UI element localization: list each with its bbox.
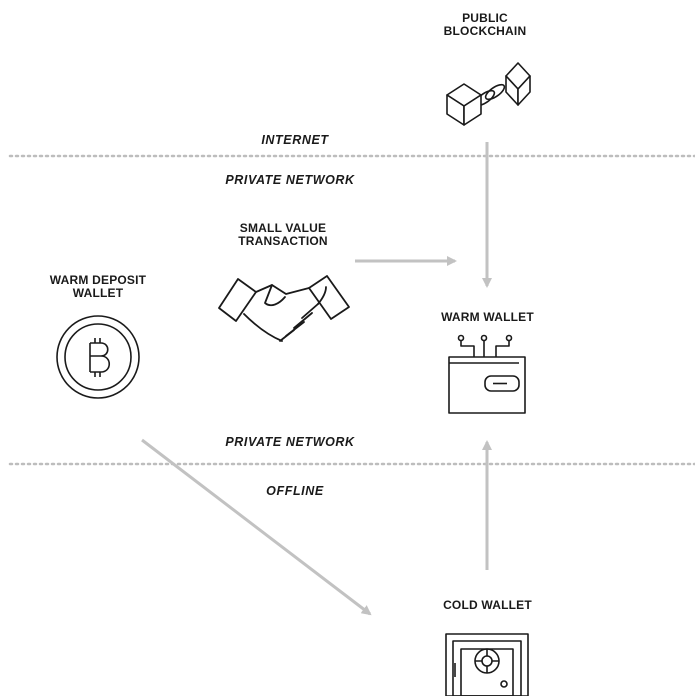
zone-label-private-network-top: PRIVATE NETWORK [225, 173, 355, 187]
node-label-public-blockchain: PUBLIC BLOCKCHAIN [443, 11, 527, 38]
zone-label-internet: INTERNET [261, 133, 329, 147]
wallet-icon [448, 334, 526, 414]
node-label-cold-wallet: COLD WALLET [443, 598, 532, 612]
zone-label-private-network-bottom: PRIVATE NETWORK [225, 435, 355, 449]
arrow-deposit-to-cold-wallet [141, 438, 372, 616]
bitcoin-icon [56, 315, 140, 399]
node-label-warm-deposit-wallet: WARM DEPOSIT WALLET [49, 273, 147, 300]
zone-label-offline: OFFLINE [266, 484, 324, 498]
handshake-icon [218, 275, 350, 342]
node-label-warm-wallet: WARM WALLET [441, 310, 534, 324]
node-label-small-value-transaction: SMALL VALUE TRANSACTION [238, 221, 328, 248]
blockchain-icon [446, 62, 531, 126]
safe-icon [445, 633, 529, 696]
